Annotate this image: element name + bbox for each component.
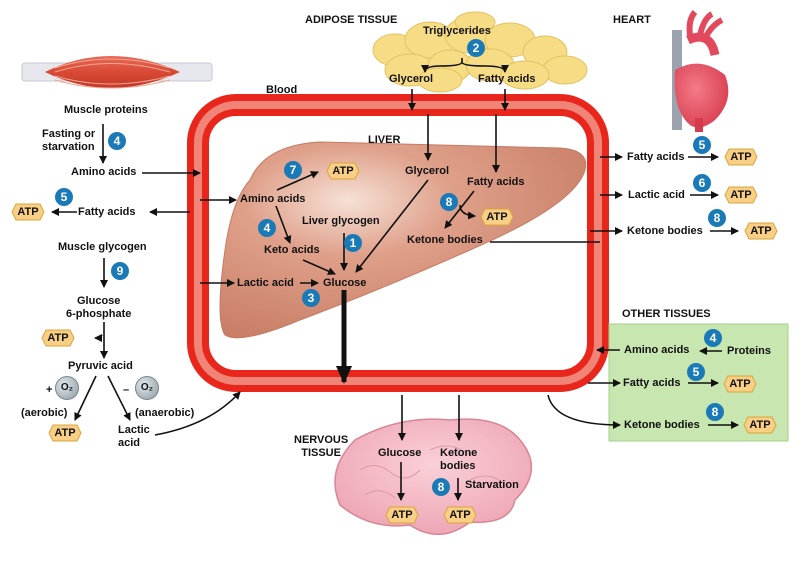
blood-label: Blood (266, 84, 298, 96)
keto-acids-label: Keto acids (264, 244, 320, 256)
liver-illustration (219, 141, 587, 339)
anaerobic-label: (anaerobic) (135, 407, 195, 419)
atp-icon: ATP (323, 161, 363, 181)
muscle-fatty-acids-label: Fatty acids (78, 206, 136, 218)
step-badge: 1 (344, 234, 362, 252)
fasting-label: Fasting or starvation (42, 128, 96, 153)
atp-icon: ATP (477, 207, 517, 227)
brain-illustration (334, 418, 533, 536)
nervous-tissue-header: NERVOUS TISSUE (294, 434, 349, 459)
oxygen-icon: O₂ (55, 376, 79, 400)
liver-glycerol-label: Glycerol (405, 165, 450, 177)
atp-icon: ATP (8, 202, 48, 222)
step-badge: 3 (302, 289, 320, 307)
liver-lactic-acid-label: Lactic acid (237, 277, 294, 289)
heart-fatty-acids-label: Fatty acids (627, 151, 685, 163)
heart-lactic-acid-label: Lactic acid (628, 189, 685, 201)
other-fatty-acids-label: Fatty acids (623, 377, 681, 389)
liver-fatty-acids-label: Fatty acids (467, 176, 525, 188)
step-badge: 8 (432, 478, 450, 496)
step-badge: 4 (108, 132, 126, 150)
oxygen-icon: O₂ (135, 376, 159, 400)
liver-glycogen-label: Liver glycogen (302, 215, 380, 227)
g6p-label: Glucose 6-phosphate (66, 295, 132, 320)
other-proteins-label: Proteins (727, 345, 772, 357)
triglycerides-label: Triglycerides (423, 25, 491, 37)
starvation-label: Starvation (465, 479, 519, 491)
step-badge: 8 (708, 209, 726, 227)
adipose-fatty-acids-label: Fatty acids (478, 73, 536, 85)
aerobic-label: (aerobic) (21, 407, 68, 419)
step-badge: 2 (467, 39, 485, 57)
step-badge: 8 (440, 193, 458, 211)
other-tissues-header: OTHER TISSUES (622, 308, 711, 320)
minus-sign: – (123, 384, 130, 396)
atp-icon: ATP (38, 328, 78, 348)
atp-icon: ATP (741, 221, 781, 241)
liver-ketone-bodies-label: Ketone bodies (407, 234, 483, 246)
muscle-proteins-label: Muscle proteins (64, 104, 148, 116)
muscle-glycogen-label: Muscle glycogen (58, 241, 147, 253)
adipose-glycerol-label: Glycerol (389, 73, 434, 85)
adipose-tissue-header: ADIPOSE TISSUE (305, 14, 398, 26)
atp-icon: ATP (721, 185, 761, 205)
step-badge: 4 (258, 219, 276, 237)
step-badge: 5 (55, 188, 73, 206)
pyruvic-acid-label: Pyruvic acid (68, 360, 133, 372)
heart-ketone-bodies-label: Ketone bodies (627, 225, 703, 237)
atp-icon: ATP (440, 505, 480, 525)
step-badge: 8 (706, 403, 724, 421)
step-badge: 7 (284, 161, 302, 179)
step-badge: 5 (693, 136, 711, 154)
step-badge: 9 (111, 262, 129, 280)
muscle-amino-acids-label: Amino acids (71, 166, 137, 178)
liver-header: LIVER (368, 134, 401, 146)
other-amino-acids-label: Amino acids (624, 344, 690, 356)
step-badge: 5 (687, 363, 705, 381)
other-ketone-bodies-label: Ketone bodies (624, 419, 700, 431)
atp-icon: ATP (720, 374, 760, 394)
blood-vessel (187, 94, 609, 392)
arrows (51, 58, 739, 501)
atp-icon: ATP (382, 505, 422, 525)
atp-icon: ATP (740, 415, 780, 435)
step-badge: 4 (704, 329, 722, 347)
plus-sign: + (46, 384, 53, 396)
heart-header: HEART (613, 14, 651, 26)
muscle-lactic-acid-label: Lactic acid (118, 424, 150, 449)
muscle-illustration (21, 56, 213, 89)
step-badge: 6 (693, 174, 711, 192)
liver-amino-acids-label: Amino acids (240, 193, 306, 205)
nervous-ketone-bodies-label: Ketone bodies (440, 447, 478, 472)
adipose-illustration (372, 11, 588, 93)
liver-glucose-label: Glucose (323, 277, 367, 289)
atp-icon: ATP (721, 147, 761, 167)
heart-illustration (672, 10, 729, 132)
atp-icon: ATP (45, 423, 85, 443)
nervous-glucose-label: Glucose (378, 447, 422, 459)
